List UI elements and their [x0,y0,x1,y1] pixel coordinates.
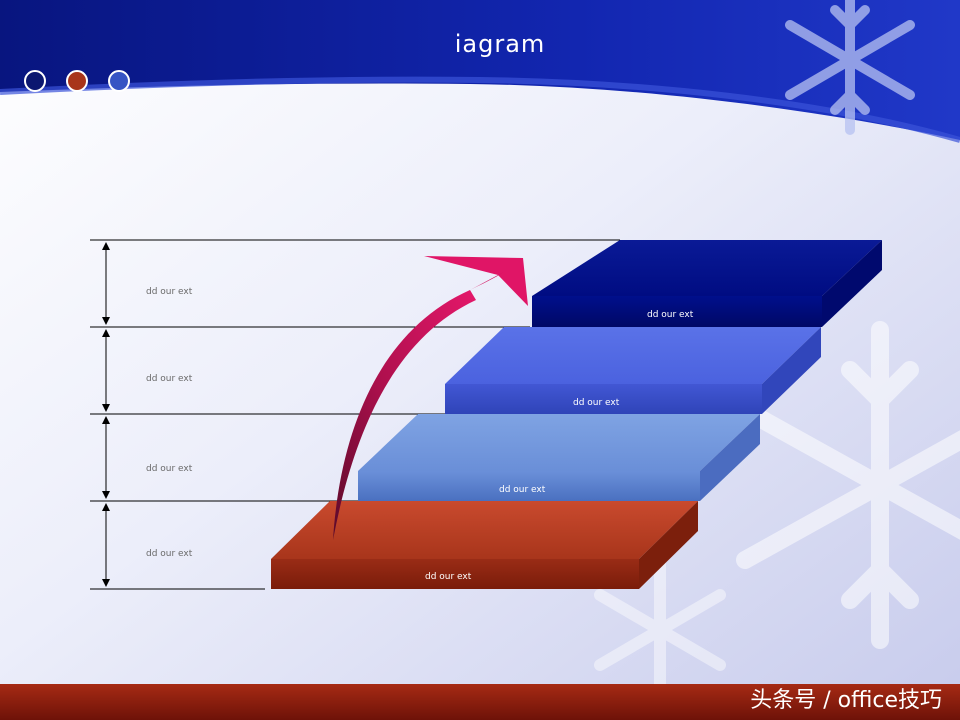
slide-title: iagram [454,30,546,58]
step-2-label: dd our ext [499,485,546,495]
footer-band [0,684,960,720]
left-label-4: dd our ext [146,287,193,297]
step-4-block [532,240,882,327]
growth-arrow-icon [333,290,476,540]
red-dot-icon [66,70,88,92]
step-3-label: dd our ext [573,398,620,408]
growth-arrowhead-icon [424,256,528,306]
left-label-1: dd our ext [146,549,193,559]
dark-blue-dot-icon [24,70,46,92]
step-3-block [445,327,821,414]
step-1-label: dd our ext [425,572,472,582]
left-label-3: dd our ext [146,374,193,384]
step-2-block [358,414,760,501]
watermark: 头条号 / office技巧 [750,688,942,713]
step-4-label: dd our ext [647,310,694,320]
blue-dot-icon [108,70,130,92]
snowflake-icon [785,0,915,135]
step-1-block [271,501,698,589]
left-label-2: dd our ext [146,464,193,474]
background-snowflake-icon [736,321,960,649]
